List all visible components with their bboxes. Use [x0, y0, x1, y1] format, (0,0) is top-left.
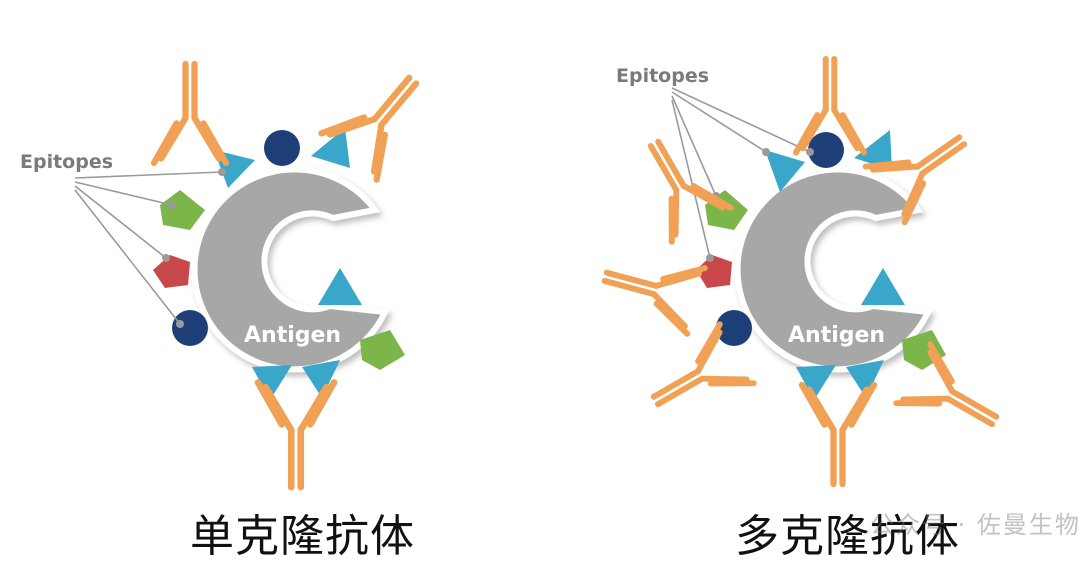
circle-epitope — [716, 310, 752, 346]
triangle-epitope — [846, 360, 884, 398]
triangle-epitope — [854, 130, 892, 170]
triangle-epitope — [796, 365, 836, 400]
triangle-epitope — [861, 268, 905, 305]
antigen-shape — [734, 166, 933, 373]
epitope-leader-lines — [671, 87, 811, 259]
circle-epitope — [172, 310, 208, 346]
antibody-icon — [154, 64, 226, 163]
antigen-label: Antigen — [244, 323, 341, 348]
epitope-leader-lines — [74, 171, 223, 325]
circle-epitope — [264, 130, 300, 166]
pentagon-epitope — [696, 255, 732, 288]
triangle-epitope — [765, 150, 805, 192]
triangle-epitope — [311, 128, 350, 168]
circle-epitope — [808, 132, 844, 168]
monoclonal-caption: 单克隆抗体 — [190, 511, 415, 562]
antigen-label: Antigen — [788, 323, 885, 348]
antibody-icon — [597, 244, 705, 334]
square-epitope — [360, 330, 405, 370]
pentagon-epitope — [153, 255, 190, 288]
epitopes-label: Epitopes — [20, 151, 113, 173]
polyclonal-caption: 多克隆抗体 — [735, 511, 960, 562]
antigen-shape — [191, 166, 390, 373]
triangle-epitope — [318, 268, 362, 305]
left-panel: Epitopes Antigen — [20, 57, 440, 487]
epitopes-label: Epitopes — [616, 65, 709, 87]
watermark-text: 公众号 · 佐曼生物 — [870, 511, 1080, 539]
triangle-epitope — [252, 365, 292, 400]
right-panel: Epitopes Antigen — [597, 59, 1011, 484]
antibody-icon — [802, 385, 874, 484]
antibody-icon — [258, 383, 334, 488]
triangle-epitope — [302, 360, 340, 398]
square-epitope — [160, 190, 205, 230]
